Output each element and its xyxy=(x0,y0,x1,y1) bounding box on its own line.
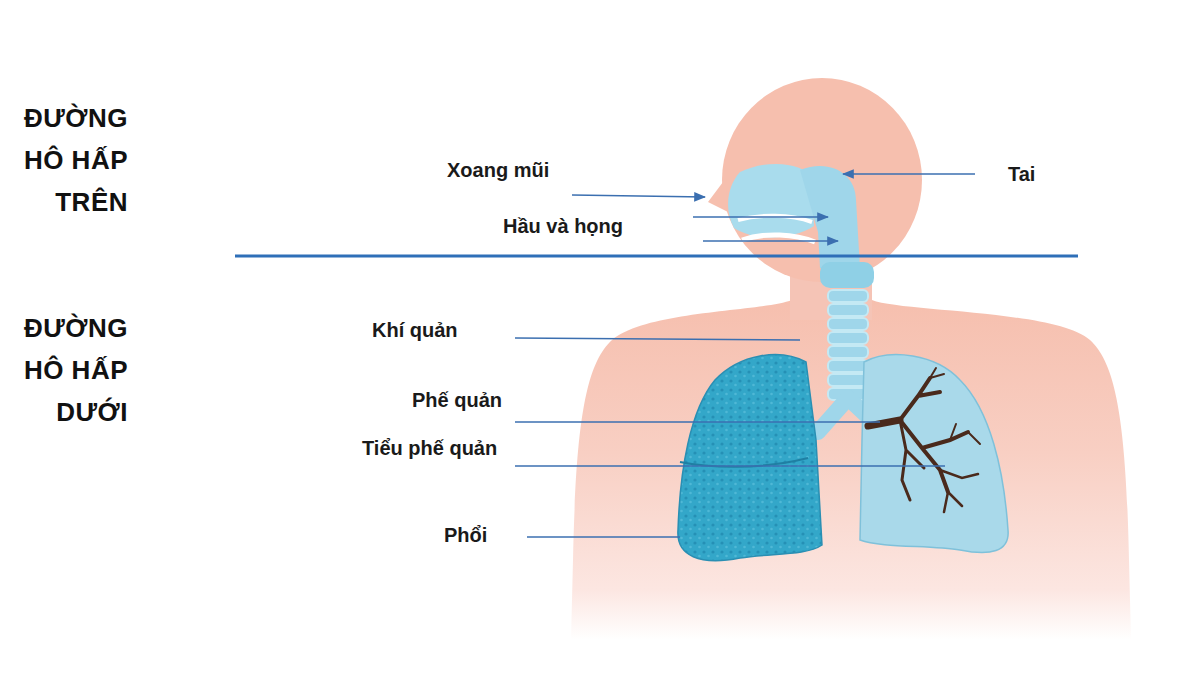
leader-arrow xyxy=(843,173,975,175)
bronchiole xyxy=(940,470,978,512)
region-heading: ĐƯỜNG HÔ HẤP TRÊN xyxy=(4,97,128,223)
larynx xyxy=(820,262,874,288)
part-label: Phổi xyxy=(444,523,487,547)
trachea xyxy=(828,290,868,400)
trachea-ring xyxy=(828,318,868,330)
leader-arrow xyxy=(703,240,838,242)
bronchiole xyxy=(930,368,980,444)
region-heading: ĐƯỜNG HÔ HẤP DƯỚI xyxy=(4,307,128,433)
trachea-ring xyxy=(828,374,868,386)
leader-arrow xyxy=(572,195,705,197)
part-label: Tai xyxy=(1008,162,1035,186)
torso xyxy=(571,300,1131,640)
leader-line xyxy=(515,338,800,340)
part-label: Xoang mũi xyxy=(447,158,549,182)
nose xyxy=(708,178,728,212)
left-lung xyxy=(678,355,822,561)
leader-arrow xyxy=(693,216,828,218)
nasal-cavity xyxy=(728,164,814,238)
bronchial-tree xyxy=(868,368,980,512)
trachea-ring xyxy=(828,360,868,372)
part-label: Phế quản xyxy=(412,388,502,412)
part-label: Khí quản xyxy=(372,318,458,342)
part-label: Hầu và họng xyxy=(503,214,623,238)
trachea-ring xyxy=(828,304,868,316)
bronchus-branch xyxy=(868,420,900,426)
divider-line xyxy=(235,255,1078,258)
leader-line xyxy=(515,465,945,467)
right-lung xyxy=(860,355,1008,553)
trachea-ring xyxy=(828,332,868,344)
leader-line xyxy=(527,536,680,538)
leader-line xyxy=(515,421,880,423)
bronchus-branch xyxy=(900,378,940,420)
head xyxy=(722,78,922,282)
bronchus-branch xyxy=(900,420,924,500)
trachea-ring xyxy=(828,290,868,302)
trachea-ring xyxy=(828,346,868,358)
part-label: Tiểu phế quản xyxy=(362,436,497,460)
